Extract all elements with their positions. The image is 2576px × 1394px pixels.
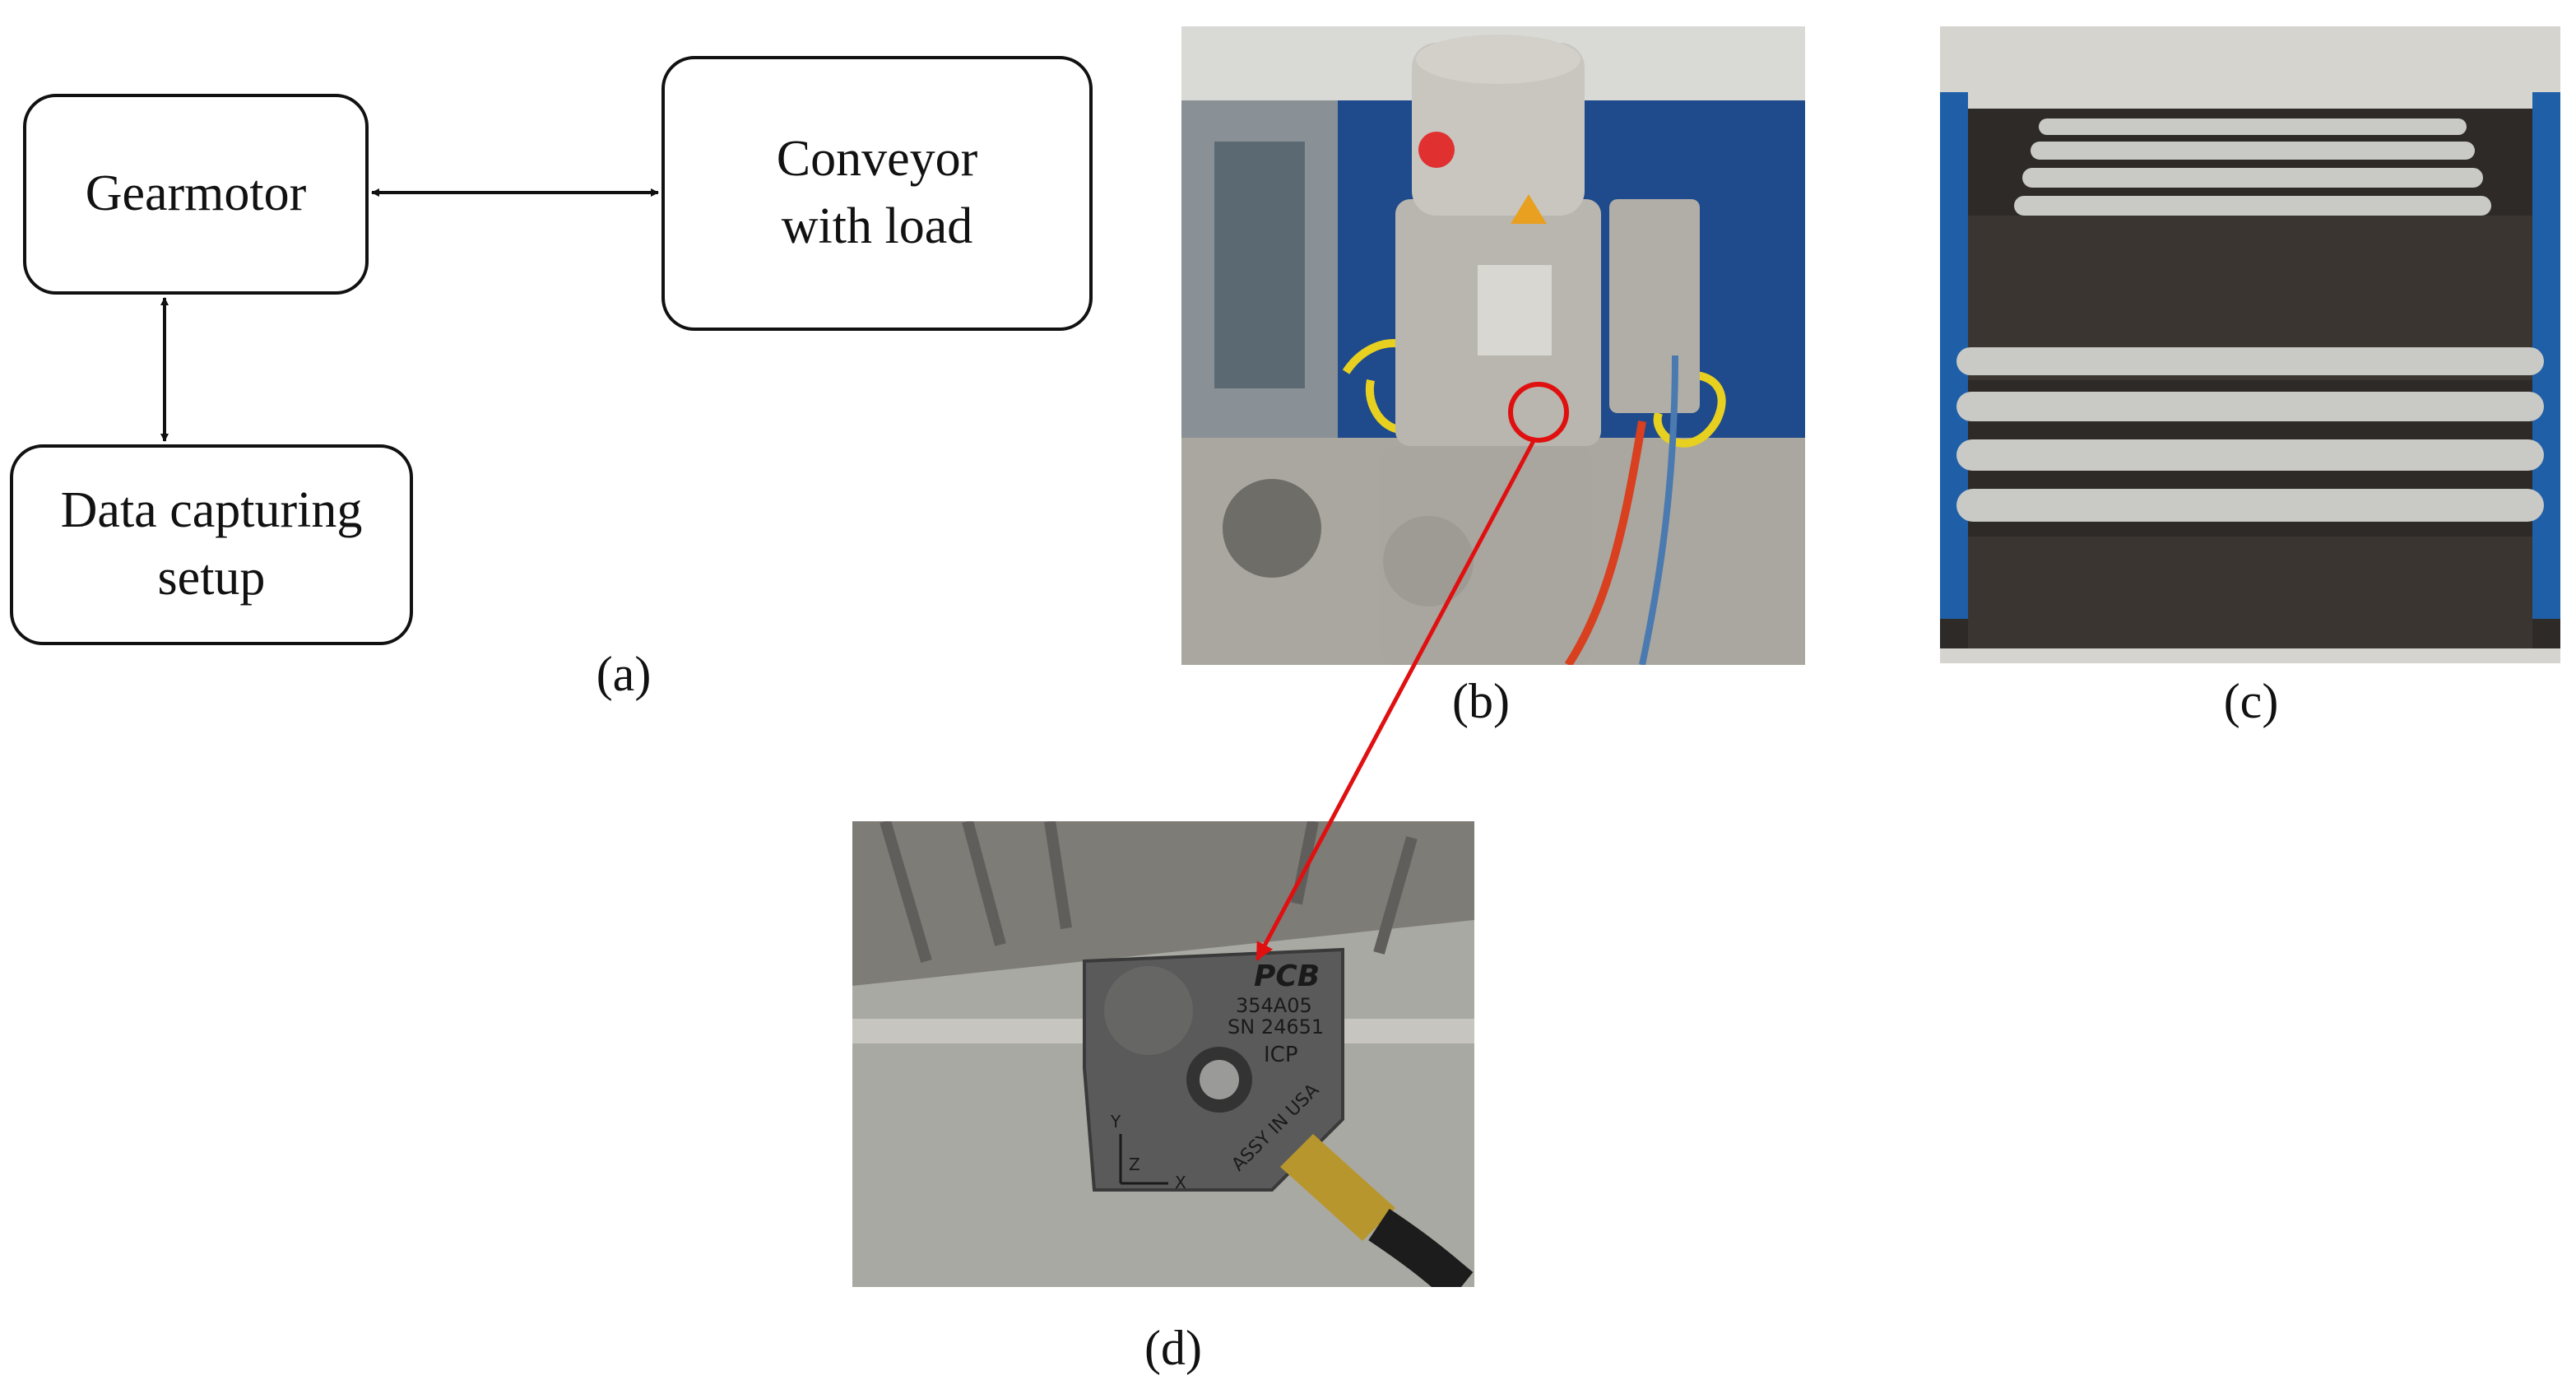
gearmotor-node: Gearmotor: [23, 94, 369, 295]
roller-1: [2039, 118, 2467, 135]
fin-3: [1044, 821, 1072, 930]
caption-d: (d): [1144, 1321, 1202, 1375]
brass-connector: [1280, 1134, 1395, 1241]
roller-6: [1956, 392, 2544, 421]
data-capture-node: Data capturing setup: [10, 444, 413, 645]
fin-1: [880, 821, 932, 963]
sensor-emboss-circle: [1104, 966, 1193, 1055]
gearmotor-photo: [1181, 26, 1805, 665]
roller-3: [2022, 168, 2483, 188]
axis-y-label: Y: [1110, 1112, 1121, 1131]
conveyor-top-frame: [1940, 26, 2560, 109]
control-box-display: [1214, 142, 1305, 388]
gearmotor-label: Gearmotor: [85, 165, 307, 222]
axis-arrows: [1119, 1134, 1168, 1185]
axis-x-label: X: [1175, 1173, 1186, 1192]
roller-8: [1956, 489, 2544, 522]
motor-cap: [1416, 35, 1580, 84]
caption-b: (b): [1452, 674, 1510, 728]
caption-a: (a): [596, 647, 652, 701]
roller-5: [1956, 347, 2544, 375]
sensor-location-marker: [1508, 382, 1569, 443]
bottom-frame-edge: [1940, 648, 2560, 663]
roller-7: [1956, 439, 2544, 471]
output-shaft: [1383, 516, 1474, 606]
sensor-cable: [1368, 1208, 1474, 1287]
conveyor-node: Conveyor with load: [661, 56, 1093, 331]
fin-5: [1373, 836, 1418, 955]
caution-label: [1511, 194, 1547, 224]
conveyor-photo: [1940, 26, 2560, 663]
roller-2: [2031, 142, 2475, 160]
blue-cable: [1639, 355, 1678, 665]
motor-fan-cover: [1412, 43, 1585, 216]
sensor-model: 354A05: [1236, 994, 1312, 1017]
fin-2: [962, 821, 1006, 946]
sensor-callout-arrow: [1255, 436, 1538, 961]
motor-fins: [852, 821, 1474, 986]
data-capture-label-line1: Data capturing: [60, 482, 363, 539]
motor-nameplate: [1478, 265, 1552, 355]
conveyor-belt-lower: [1968, 537, 2532, 663]
sensor-photo: PCB 354A05 SN 24651 ICP ASSY IN USA Y Z …: [852, 821, 1474, 1287]
caption-c: (c): [2223, 674, 2279, 728]
axis-z-label: Z: [1129, 1155, 1140, 1174]
sensor-brand: PCB: [1254, 960, 1320, 993]
speaker-grille: [1223, 479, 1321, 578]
roller-4: [2014, 196, 2491, 216]
sensor-type: ICP: [1264, 1043, 1298, 1067]
sensor-serial: SN 24651: [1228, 1015, 1324, 1039]
gearbox: [1379, 446, 1593, 665]
mounting-screw-head: [1200, 1060, 1239, 1099]
warning-label: [1418, 132, 1455, 168]
conveyor-label-line1: Conveyor: [776, 131, 978, 188]
data-capture-label-line2: setup: [157, 550, 266, 606]
conveyor-label-line2: with load: [781, 198, 973, 254]
fin-4: [1291, 821, 1319, 905]
red-cable: [1564, 421, 1646, 665]
